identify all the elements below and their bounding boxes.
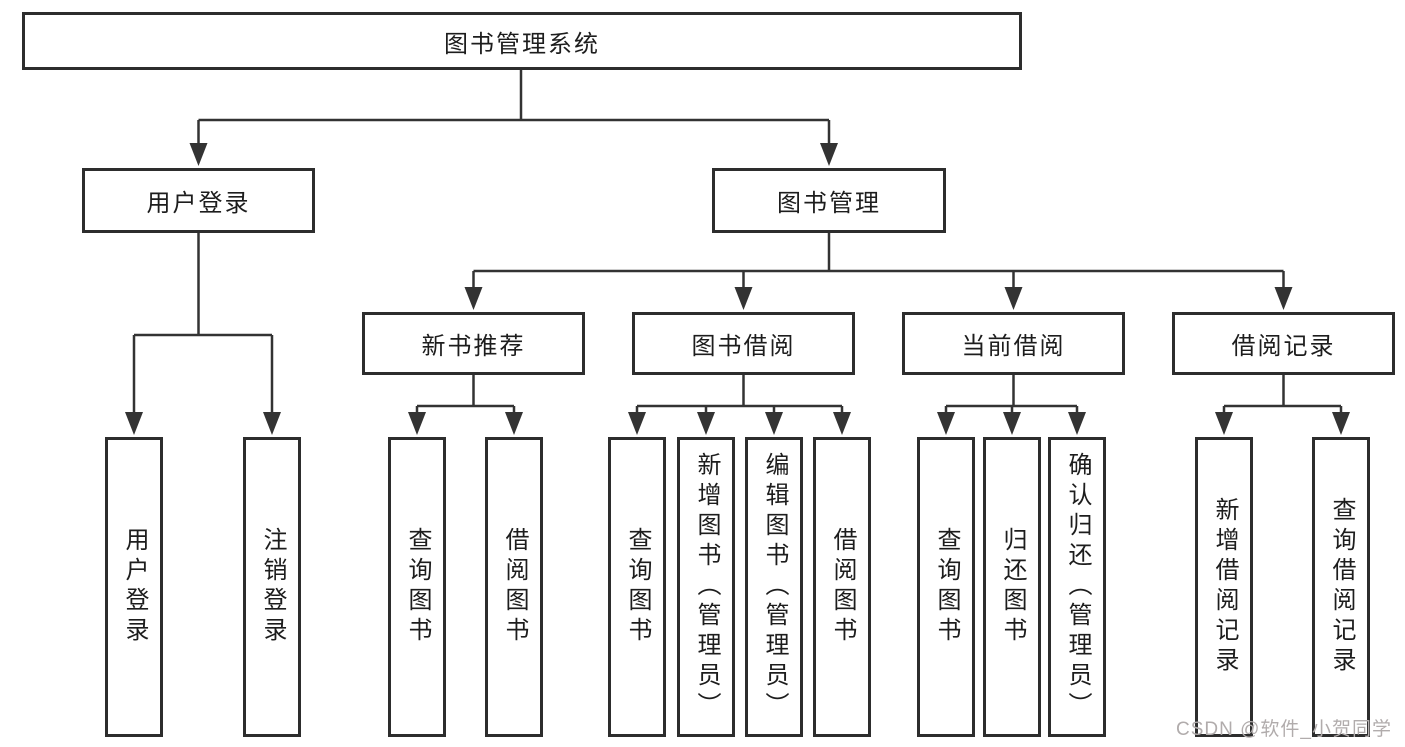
leaf-node-query-books-current: 查询图书 — [917, 437, 975, 737]
node-new-book-recommend: 新书推荐 — [362, 312, 585, 375]
arrowhead-icon — [697, 412, 715, 435]
arrowhead-icon — [263, 412, 281, 435]
arrowhead-icon — [820, 143, 838, 166]
arrowhead-icon — [1068, 412, 1086, 435]
leaf-node-edit-books-admin-label: 编辑图书（管理员） — [761, 452, 788, 722]
arrowhead-icon — [734, 287, 753, 310]
leaf-node-edit-books-admin: 编辑图书（管理员） — [745, 437, 803, 737]
connector-records-to-leaves — [1222, 375, 1343, 416]
node-user-login-label: 用户登录 — [146, 190, 251, 217]
node-borrow-records: 借阅记录 — [1172, 312, 1395, 375]
leaf-node-borrow-books-recommend: 借阅图书 — [485, 437, 543, 737]
arrowheads — [125, 143, 1350, 435]
connector-newbook-to-leaves — [415, 375, 516, 416]
leaf-node-logout-label: 注销登录 — [259, 527, 286, 647]
leaf-node-return-books: 归还图书 — [983, 437, 1041, 737]
leaf-node-borrow-books-label: 借阅图书 — [829, 527, 856, 647]
leaf-node-query-books-current-label: 查询图书 — [933, 527, 960, 647]
leaf-node-query-books-borrow-label: 查询图书 — [624, 527, 651, 647]
leaf-node-add-borrow-record-label: 新增借阅记录 — [1211, 497, 1238, 677]
leaf-node-borrow-books: 借阅图书 — [813, 437, 871, 737]
connector-root-to-level2 — [197, 70, 831, 148]
arrowhead-icon — [464, 287, 483, 310]
leaf-node-query-books-borrow: 查询图书 — [608, 437, 666, 737]
leaf-node-add-books-admin-label: 新增图书（管理员） — [693, 452, 720, 722]
node-book-borrow: 图书借阅 — [632, 312, 855, 375]
connector-paths — [132, 70, 1343, 416]
leaf-node-user-login-label: 用户登录 — [121, 527, 148, 647]
arrowhead-icon — [1274, 287, 1293, 310]
leaf-node-query-borrow-record-label: 查询借阅记录 — [1328, 497, 1355, 677]
arrowhead-icon — [505, 412, 523, 435]
connector-currentborrow-to-leaves — [944, 375, 1079, 416]
arrowhead-icon — [937, 412, 955, 435]
arrowhead-icon — [628, 412, 646, 435]
node-book-management: 图书管理 — [712, 168, 946, 233]
leaf-node-query-borrow-record: 查询借阅记录 — [1312, 437, 1370, 737]
leaf-node-confirm-return-admin-label: 确认归还（管理员） — [1064, 452, 1091, 722]
arrowhead-icon — [833, 412, 851, 435]
arrowhead-icon — [1003, 412, 1021, 435]
arrowhead-icon — [1332, 412, 1350, 435]
connector-userlogin-to-leaves — [132, 233, 274, 416]
node-book-management-label: 图书管理 — [777, 190, 881, 217]
connector-bookmgmt-to-level3 — [472, 233, 1285, 292]
leaf-node-add-books-admin: 新增图书（管理员） — [677, 437, 735, 737]
csdn-watermark: CSDN @软件_小贺同学 — [1176, 719, 1392, 740]
arrowhead-icon — [765, 412, 783, 435]
arrowhead-icon — [408, 412, 426, 435]
leaf-node-query-books-recommend: 查询图书 — [388, 437, 446, 737]
leaf-node-borrow-books-recommend-label: 借阅图书 — [501, 527, 528, 647]
node-current-borrow: 当前借阅 — [902, 312, 1125, 375]
node-borrow-records-label: 借阅记录 — [1231, 333, 1336, 360]
arrowhead-icon — [189, 143, 208, 166]
connector-bookborrow-to-leaves — [635, 375, 844, 416]
node-current-borrow-label: 当前借阅 — [961, 333, 1066, 360]
leaf-node-return-books-label: 归还图书 — [999, 527, 1026, 647]
arrowhead-icon — [1004, 287, 1023, 310]
node-root: 图书管理系统 — [22, 12, 1022, 70]
node-book-borrow-label: 图书借阅 — [691, 333, 796, 360]
leaf-node-user-login: 用户登录 — [105, 437, 163, 737]
leaf-node-add-borrow-record: 新增借阅记录 — [1195, 437, 1253, 737]
node-user-login: 用户登录 — [82, 168, 315, 233]
leaf-node-confirm-return-admin: 确认归还（管理员） — [1048, 437, 1106, 737]
arrowhead-icon — [125, 412, 143, 435]
leaf-node-logout: 注销登录 — [243, 437, 301, 737]
node-root-label: 图书管理系统 — [444, 30, 600, 58]
arrowhead-icon — [1215, 412, 1233, 435]
node-new-book-recommend-label: 新书推荐 — [421, 333, 526, 360]
leaf-node-query-books-recommend-label: 查询图书 — [404, 527, 431, 647]
